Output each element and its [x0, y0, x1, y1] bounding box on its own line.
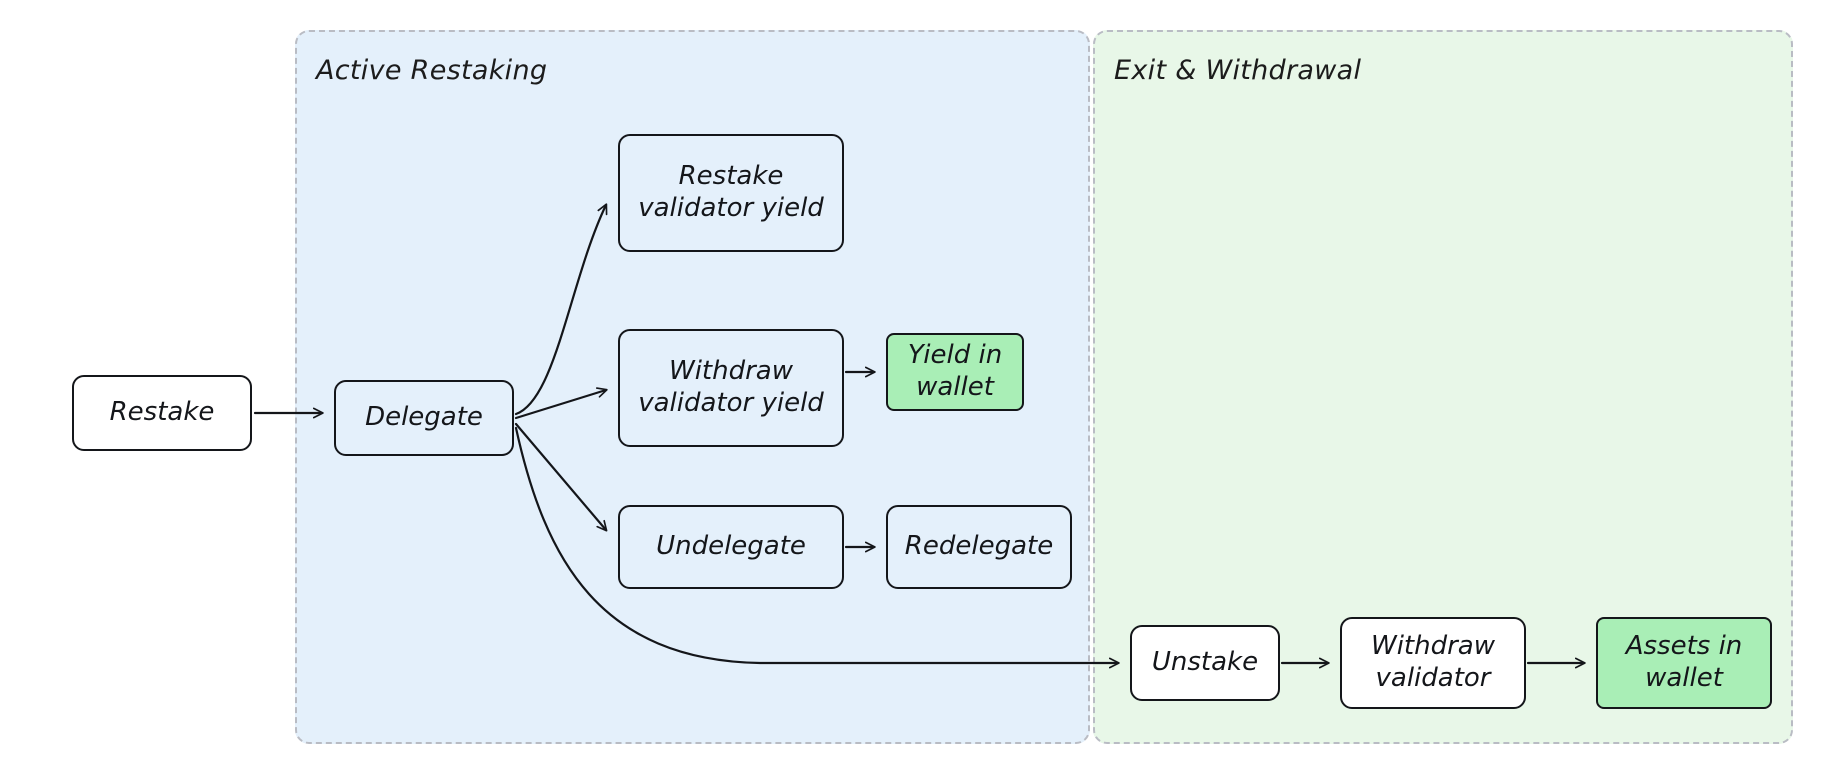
node-delegate-label: Delegate — [365, 402, 483, 433]
node-unstake[interactable]: Unstake — [1130, 625, 1280, 701]
node-restake[interactable]: Restake — [72, 375, 252, 451]
node-restake-label: Restake — [109, 397, 215, 428]
node-unstake-label: Unstake — [1151, 647, 1259, 678]
node-assets-in-wallet[interactable]: Assets in wallet — [1596, 617, 1772, 709]
node-yield-in-wallet[interactable]: Yield in wallet — [886, 333, 1024, 411]
cluster-label-active-restaking: Active Restaking — [316, 55, 548, 86]
node-withdraw-validator-yield[interactable]: Withdraw validator yield — [618, 329, 844, 447]
node-assets-in-wallet-label: Assets in wallet — [1625, 631, 1743, 693]
node-withdraw-validator[interactable]: Withdraw validator — [1340, 617, 1526, 709]
node-delegate[interactable]: Delegate — [334, 380, 514, 456]
node-redelegate[interactable]: Redelegate — [886, 505, 1072, 589]
node-undelegate[interactable]: Undelegate — [618, 505, 844, 589]
node-undelegate-label: Undelegate — [656, 531, 806, 562]
node-withdraw-validator-yield-label: Withdraw validator yield — [638, 356, 824, 418]
cluster-label-exit-withdrawal: Exit & Withdrawal — [1114, 55, 1362, 86]
node-redelegate-label: Redelegate — [904, 531, 1054, 562]
node-restake-validator-yield[interactable]: Restake validator yield — [618, 134, 844, 252]
node-restake-validator-yield-label: Restake validator yield — [638, 161, 824, 223]
node-yield-in-wallet-label: Yield in wallet — [907, 340, 1003, 402]
node-withdraw-validator-label: Withdraw validator — [1371, 631, 1495, 693]
